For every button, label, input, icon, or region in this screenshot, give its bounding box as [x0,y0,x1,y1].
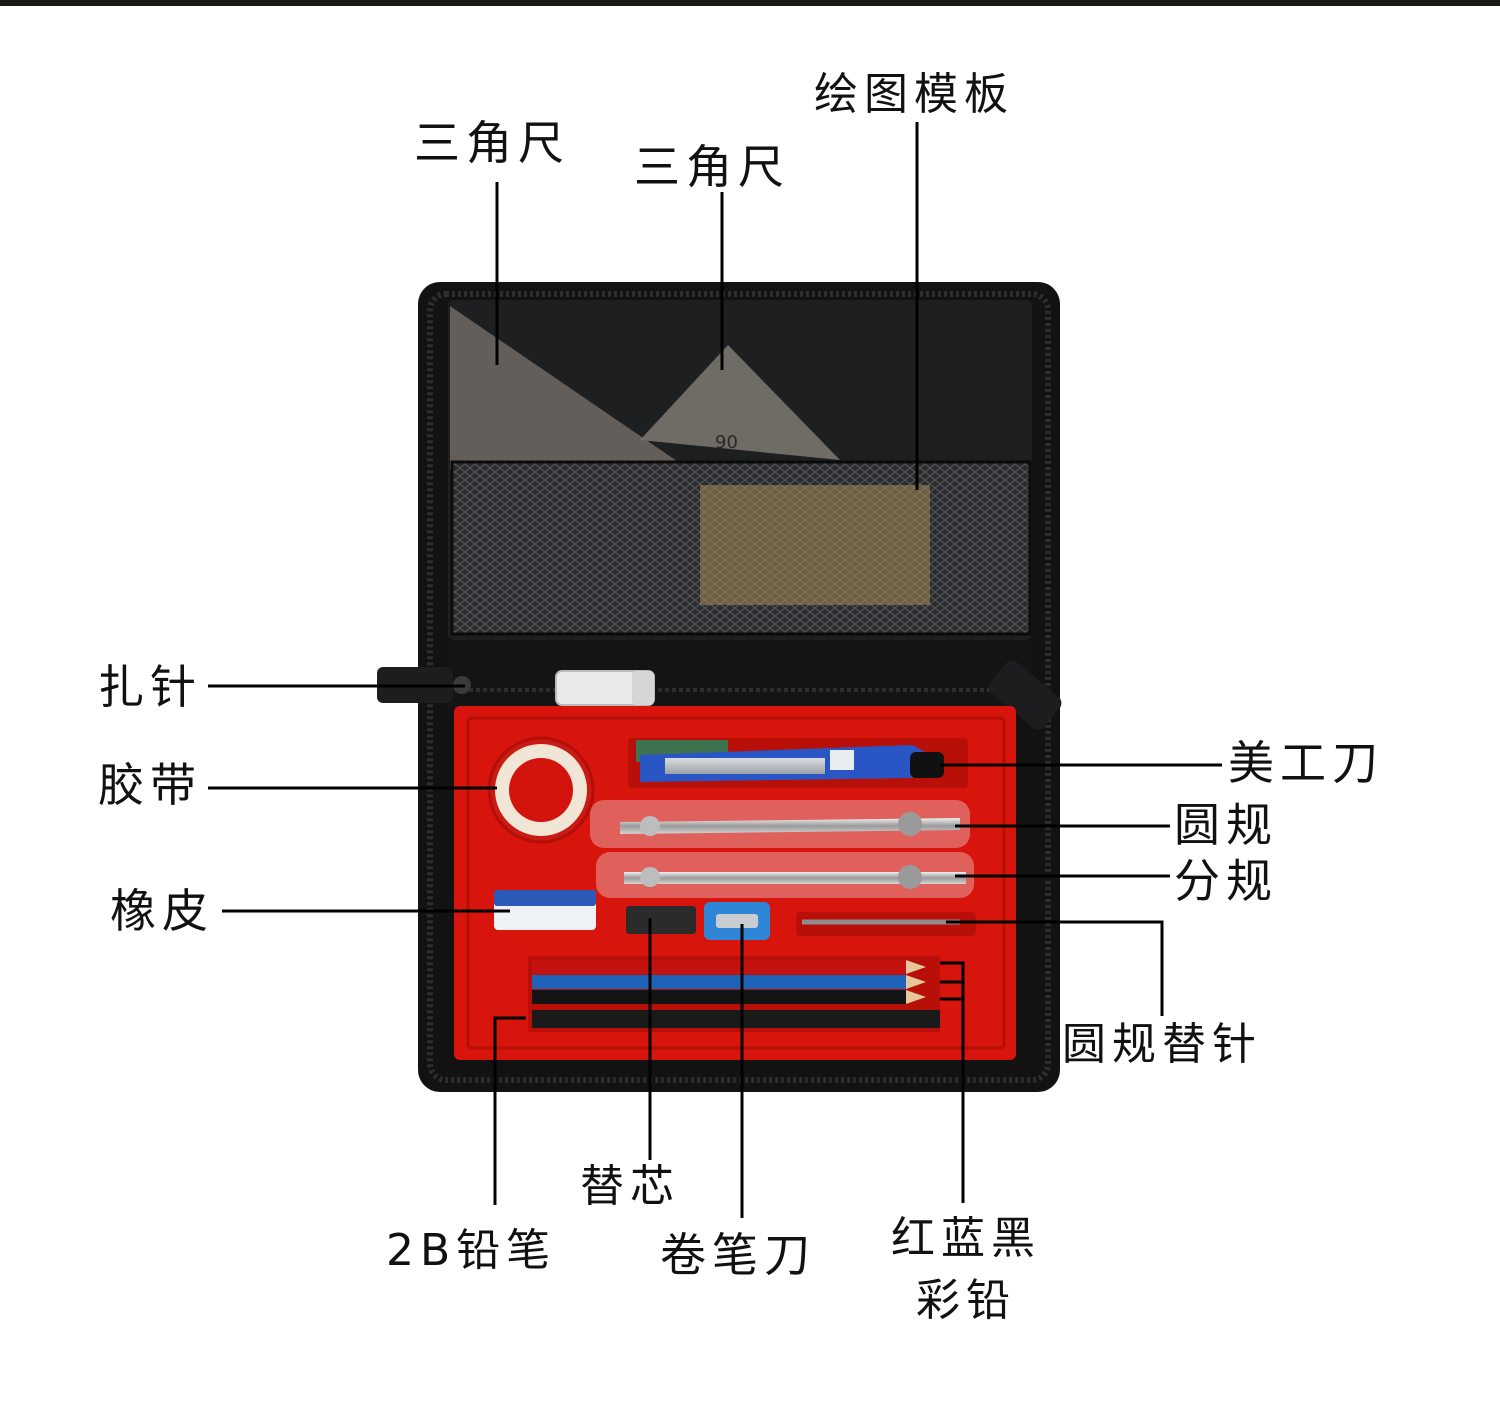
label-color-pencils-line2: 彩铅 [916,1275,1016,1326]
label-divider: 分规 [1174,854,1278,908]
pencil-2b [532,1010,940,1028]
label-color-pencils-line1: 红蓝黑 [891,1213,1041,1264]
leader-lines [208,122,1222,1218]
label-tape: 胶带 [98,758,202,812]
label-triangle-ruler-2: 三角尺 [634,140,790,194]
pencil-blue [532,975,906,989]
top-border [0,0,1500,6]
label-push-pins: 扎针 [98,660,202,714]
drawing-template-shape [700,485,930,605]
red-tray [454,706,1016,1060]
label-drawing-template: 绘图模板 [814,69,1014,120]
triangle-ruler-small [640,345,840,460]
label-utility-knife: 美工刀 [1228,736,1384,790]
divider-body [624,872,966,884]
label-2b-pencil: 2B铅笔 [386,1225,557,1276]
pencil-black [532,990,906,1004]
label-eraser: 橡皮 [110,884,214,938]
svg-text:90: 90 [715,432,738,453]
label-compass-needle: 圆规替针 [1062,1019,1262,1070]
pencil-red [532,960,906,974]
triangle-ruler-large [450,306,690,470]
refill-lead-box [626,906,696,934]
compass-body [620,818,960,834]
label-triangle-ruler-1: 三角尺 [414,116,570,170]
label-color-pencils: 红蓝黑 彩铅 [886,1208,1046,1332]
label-sharpener: 卷笔刀 [660,1228,816,1282]
label-refill-leads: 替芯 [580,1161,680,1212]
label-compass: 圆规 [1174,798,1278,852]
zipper-pull-right [988,660,1062,730]
